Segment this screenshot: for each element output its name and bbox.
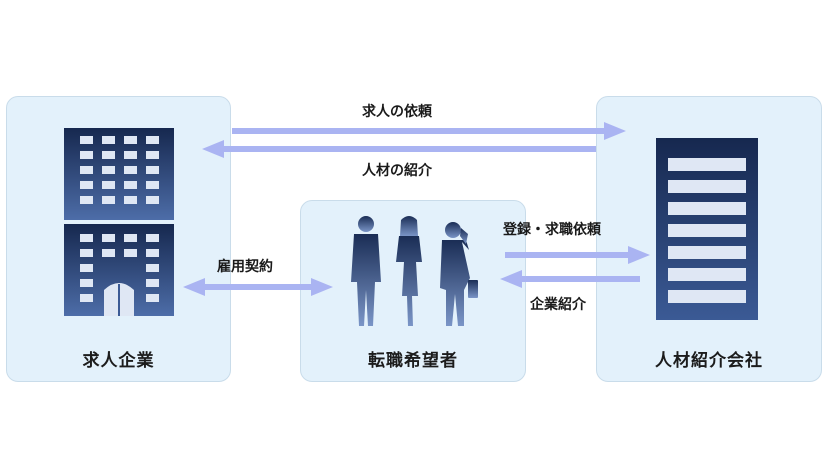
arrow-company-introduction [500, 270, 640, 288]
label-talent-introduction: 人材の紹介 [362, 163, 432, 179]
company-label: 求人企業 [82, 351, 155, 371]
label-job-request: 求人の依頼 [362, 104, 432, 120]
arrow-registration-request [505, 246, 650, 264]
job-seekers-icon [351, 216, 478, 326]
label-registration-request: 登録・求職依頼 [503, 222, 601, 238]
arrow-employment-contract [183, 278, 333, 296]
arrow-talent-introduction [202, 140, 596, 158]
arrow-job-request [232, 122, 626, 140]
label-employment-contract: 雇用契約 [217, 259, 273, 275]
agency-label: 人材紹介会社 [655, 351, 763, 371]
office-building-icon [64, 128, 174, 316]
candidate-box: 転職希望者 [300, 200, 526, 382]
candidate-label: 転職希望者 [368, 351, 458, 371]
label-company-introduction: 企業紹介 [530, 297, 586, 313]
agency-building-icon [656, 138, 758, 320]
